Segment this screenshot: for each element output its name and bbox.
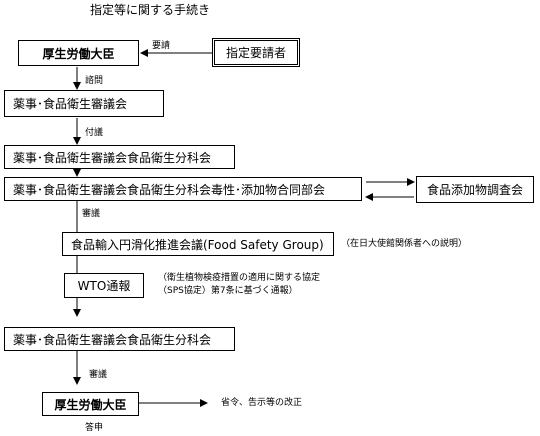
label-deliberation-1: 審議 xyxy=(82,209,101,219)
note-embassy: （在日大使館関係者への説明） xyxy=(341,239,468,249)
label-deliberation-2: 審議 xyxy=(89,370,108,380)
node-food-section: 薬事･食品衛生審議会食品衛生分科会 xyxy=(4,145,235,169)
node-minister-bottom: 厚生労働大臣 xyxy=(42,392,139,416)
node-joint-section: 薬事･食品衛生審議会食品衛生分科会毒性･添加物合同部会 xyxy=(4,177,362,201)
note-sps-line2: （SPS協定）第7条に基づく通報） xyxy=(158,286,298,296)
node-wto: WTO通報 xyxy=(64,273,144,298)
node-import-council: 食品輸入円滑化推進会議(Food Safety Group) xyxy=(62,232,334,256)
node-food-section-2: 薬事･食品衛生審議会食品衛生分科会 xyxy=(4,327,235,351)
node-council: 薬事･食品衛生審議会 xyxy=(4,90,164,117)
label-report: 答申 xyxy=(85,423,104,433)
node-additive-survey: 食品添加物調査会 xyxy=(416,176,534,203)
note-sps-line1: （衛生植物検疫措置の適用に関する協定 xyxy=(158,273,321,283)
label-request: 要請 xyxy=(152,41,171,51)
label-refer: 付議 xyxy=(85,128,104,138)
node-minister-top: 厚生労働大臣 xyxy=(18,40,139,66)
note-revision: 省令、告示等の改正 xyxy=(221,398,303,408)
page-title: 指定等に関する手続き xyxy=(90,3,211,17)
node-applicant: 指定要請者 xyxy=(212,38,300,67)
label-consult: 諮問 xyxy=(85,76,104,86)
